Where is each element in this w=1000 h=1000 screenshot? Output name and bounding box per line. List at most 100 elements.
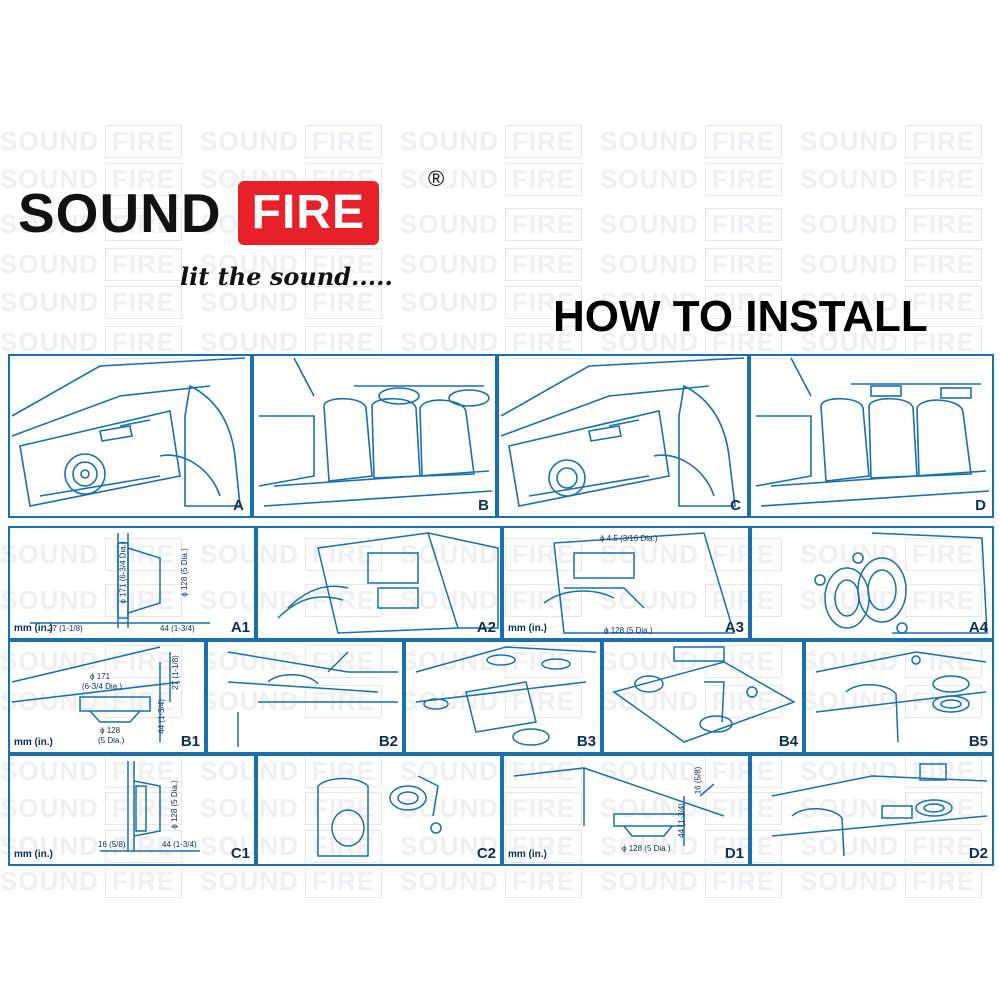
panel-d1: 16 (5/8) 44 (1-3/4) ϕ 128 (5 Dia.) mm (i…: [502, 754, 750, 866]
dimension-label: ϕ 171 (6-3/4 Dia.): [118, 541, 128, 604]
dimension-label: ϕ 128: [100, 726, 121, 735]
dimension-label: ϕ 128 (5 Dia.): [179, 548, 189, 597]
door-speaker-install-illustration: [317, 775, 442, 857]
panel-b4: B4: [602, 640, 804, 754]
speaker-dimension-diagram: [30, 533, 210, 628]
units-label: mm (in.): [14, 849, 53, 860]
panel-b5: B5: [804, 640, 994, 754]
panel-b2: B2: [206, 640, 404, 754]
door-drilling-illustration: [543, 532, 736, 634]
panel-c1: ϕ 128 (5 Dia.) 16 (5/8) 44 (1-3/4) mm (i…: [8, 754, 256, 866]
panel-label: D: [975, 497, 986, 514]
brand-logo: SOUND FIRE: [18, 178, 379, 248]
panel-d: D: [749, 354, 994, 518]
dimension-label: (5 Dia.): [98, 736, 125, 745]
rear-deck-speaker-diagram: [11, 646, 181, 742]
panel-label: A: [233, 497, 244, 514]
rear-seat-illustration: [755, 357, 990, 507]
rear-deck-speaker-mount-illustration: [815, 651, 987, 743]
panel-a3: ϕ 4.5 (3/16 Dia.) ϕ 128 (5 Dia.) mm (in.…: [502, 526, 750, 640]
dimension-label: 27 (1-1/8): [48, 624, 83, 633]
brand-name-sound: SOUND: [18, 182, 222, 244]
dimension-label: (6-3/4 Dia.): [82, 682, 123, 691]
dimension-label: ϕ 128 (5 Dia.): [622, 844, 671, 853]
panel-label: B5: [968, 733, 988, 750]
panel-label: C2: [476, 845, 496, 862]
front-door-interior-illustration: [11, 357, 246, 507]
panel-label: D1: [724, 845, 744, 862]
panel-label: D2: [968, 845, 988, 862]
speaker-cutout-illustration: [612, 646, 796, 743]
speaker-mounting-illustration: [814, 532, 988, 634]
panel-label: C1: [230, 845, 250, 862]
panel-a2: A2: [256, 526, 502, 640]
panel-label: B1: [180, 733, 200, 750]
dimension-label: ϕ 4.5 (3/16 Dia.): [600, 534, 658, 543]
dimension-label: 27 (1-1/8): [170, 655, 180, 690]
panel-b3: B3: [404, 640, 602, 754]
rear-seat-illustration: [258, 357, 493, 507]
dimension-label: 16 (5/8): [693, 766, 703, 795]
panel-b: B: [252, 354, 497, 518]
units-label: mm (in.): [14, 623, 53, 634]
panel-a1: ϕ 171 (6-3/4 Dia.) ϕ 128 (5 Dia.) 27 (1-…: [8, 526, 256, 640]
panel-label: B: [478, 497, 489, 514]
rear-deck-speaker-diagram: [513, 767, 725, 846]
dimension-label: ϕ 171: [90, 672, 111, 681]
panel-a: A: [8, 354, 252, 518]
door-panel-removal-illustration: [277, 532, 499, 634]
front-door-interior-illustration: [500, 357, 745, 507]
dimension-label: 16 (5/8): [98, 840, 126, 849]
dimension-label: 44 (1-3/4): [156, 699, 166, 734]
rear-deck-install-illustration: [415, 646, 597, 746]
units-label: mm (in.): [508, 849, 547, 860]
dimension-label: ϕ 128 (5 Dia.): [169, 780, 179, 829]
panel-label: B4: [778, 733, 798, 750]
panel-label: B2: [378, 733, 398, 750]
rear-deck-speaker-mount-illustration: [771, 763, 988, 857]
units-label: mm (in.): [14, 737, 53, 748]
speaker-dimension-diagram: [100, 761, 200, 852]
brand-tagline: lit the sound.....: [180, 262, 393, 291]
page-title: HOW TO INSTALL: [553, 292, 928, 341]
panel-b1: ϕ 171 (6-3/4 Dia.) 27 (1-1/8) ϕ 128 (5 D…: [8, 640, 206, 754]
panel-label: A4: [968, 619, 988, 636]
rear-shelf-illustration: [227, 651, 398, 747]
dimension-label: 44 (1-3/4): [162, 840, 197, 849]
panel-label: C: [730, 497, 741, 514]
panel-label: A3: [724, 619, 744, 636]
dimension-label: 44 (1-3/4): [160, 624, 195, 633]
registered-mark: ®: [428, 166, 445, 191]
dimension-label: ϕ 128 (5 Dia.): [604, 626, 653, 635]
panel-d2: D2: [750, 754, 994, 866]
units-label: mm (in.): [508, 623, 547, 634]
panel-label: A1: [230, 619, 250, 636]
panel-c2: C2: [256, 754, 502, 866]
brand-name-fire: FIRE: [237, 181, 379, 245]
panel-c: C: [497, 354, 749, 518]
panel-label: A2: [476, 619, 496, 636]
